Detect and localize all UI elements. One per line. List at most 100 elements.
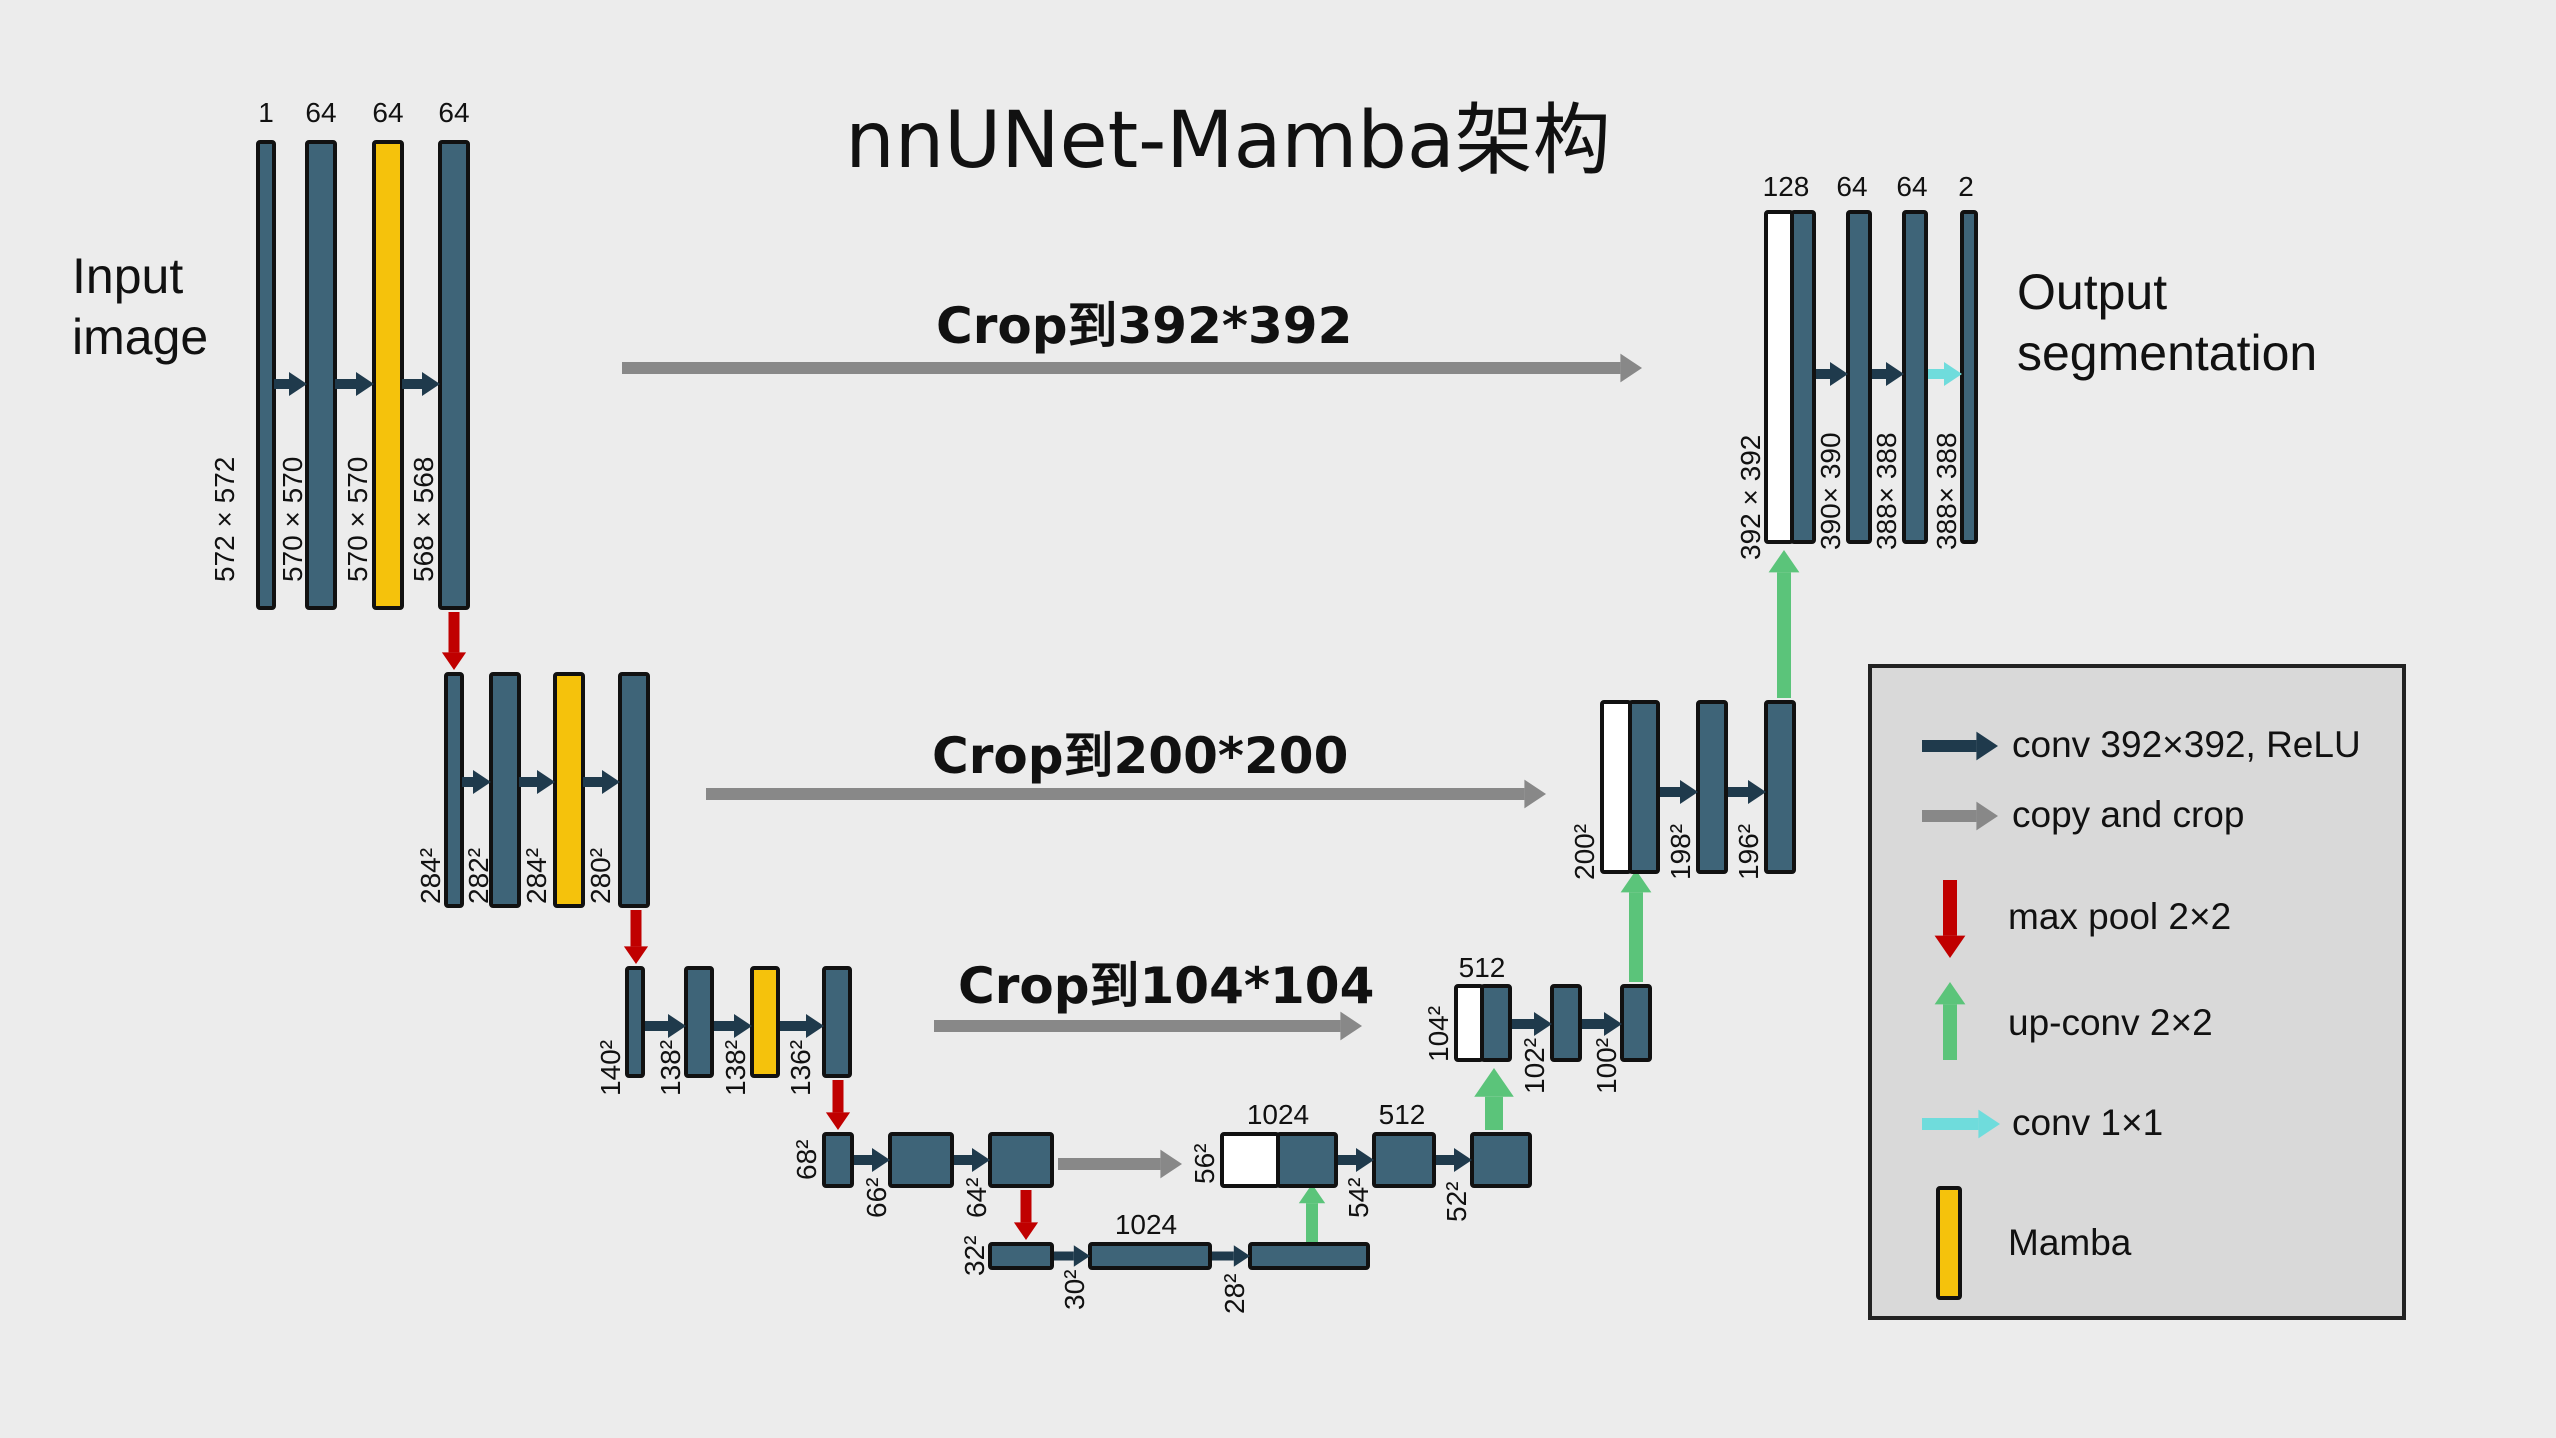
conv-arrow-dec4-1-head (1356, 1148, 1374, 1172)
conv-arrow-icon-head (1976, 731, 1998, 761)
conv-arrow-bottleneck-1-shaft (1054, 1251, 1074, 1261)
size-label-dec1-3: 388× 388 (1871, 432, 1902, 550)
conv-1x1-arrow-icon-head (1978, 1109, 2000, 1139)
pool-arrow-2-shaft (630, 910, 642, 947)
layer-dec4-2 (1372, 1132, 1436, 1188)
size-label-enc2-1: 284² (415, 848, 446, 904)
crop-label-level2: Crop到200*200 (932, 727, 1349, 785)
layer-enc3-2 (684, 966, 714, 1078)
crop-copy-dec1 (1764, 210, 1794, 544)
size-label-enc1-3: 570 × 570 (342, 457, 373, 582)
pool-arrow-1-head (441, 652, 467, 670)
conv-arrow-dec2-2 (1728, 780, 1766, 804)
conv-arrow-dec3-1 (1512, 1012, 1552, 1036)
copy-crop-arrow-3-shaft (934, 1020, 1341, 1032)
conv-arrow-dec1-1-head (1830, 362, 1848, 386)
channel-label-dec4-1: 1024 (1247, 1099, 1309, 1130)
layer-dec4-3 (1470, 1132, 1532, 1188)
size-label-bottleneck-2: 30² (1059, 1270, 1090, 1310)
legend-label-copy-crop: copy and crop (2012, 794, 2245, 835)
conv1x1-arrow-shaft (1928, 369, 1944, 379)
crop-copy-dec4 (1220, 1132, 1280, 1188)
size-label-dec2-2: 198² (1665, 824, 1696, 880)
crop-label-level1: Crop到392*392 (936, 297, 1353, 355)
conv-arrow-enc3-2 (714, 1014, 752, 1038)
layer-dec2-1 (1628, 700, 1660, 874)
copy-crop-arrow-icon (1922, 801, 1998, 831)
copy-crop-arrow-2 (706, 779, 1546, 809)
size-label-enc2-2: 282² (463, 848, 494, 904)
copy-crop-arrow-3-head (1340, 1011, 1362, 1041)
conv-arrow-enc4-1-shaft (854, 1155, 872, 1165)
pool-arrow-3-head (825, 1112, 851, 1130)
crop-label-level3: Crop到104*104 (958, 957, 1375, 1015)
conv-arrow-enc3-1-shaft (645, 1021, 668, 1031)
upconv-arrow-2-head (1474, 1068, 1514, 1097)
conv-arrow-dec4-2 (1436, 1148, 1472, 1172)
layer-enc2-1 (444, 672, 464, 908)
legend-label-max-pool: max pool 2×2 (2008, 896, 2232, 937)
size-label-enc2-4: 280² (585, 848, 616, 904)
pool-arrow-3 (825, 1080, 851, 1130)
legend-label-mamba: Mamba (2008, 1222, 2132, 1263)
layer-enc1-2 (305, 140, 337, 610)
max-pool-arrow-icon-head (1934, 935, 1966, 958)
conv-1x1-arrow-icon (1922, 1109, 2000, 1139)
layer-enc3-4 (822, 966, 852, 1078)
conv-arrow-icon (1922, 731, 1998, 761)
size-label-enc1-4: 568 × 568 (408, 457, 439, 582)
legend: conv 392×392, ReLU copy and crop max poo… (1868, 664, 2406, 1320)
conv-arrow-enc3-1 (645, 1014, 686, 1038)
size-label-enc3-4: 136² (785, 1040, 816, 1096)
up-conv-arrow-icon-shaft (1943, 1004, 1957, 1060)
conv-arrow-dec1-2 (1872, 362, 1904, 386)
upconv-arrow-2 (1474, 1068, 1514, 1130)
layer-dec1-1 (1790, 210, 1816, 544)
conv1x1-arrow (1928, 362, 1962, 386)
input-image-label: Input image (72, 246, 208, 368)
pool-arrow-4-shaft (1020, 1190, 1032, 1223)
copy-crop-arrow-3 (934, 1011, 1362, 1041)
copy-crop-arrow-1-shaft (622, 362, 1621, 374)
channel-label-dec1-1: 128 (1763, 171, 1810, 202)
upconv-arrow-2-shaft (1485, 1096, 1503, 1130)
upconv-arrow-4-shaft (1777, 572, 1791, 698)
size-label-dec4-3: 52² (1441, 1182, 1472, 1222)
copy-crop-arrow-icon-head (1976, 801, 1998, 831)
channel-label-dec1-3: 64 (1896, 171, 1927, 202)
crop-copy-dec2 (1600, 700, 1632, 874)
copy-crop-arrow-icon-shaft (1922, 810, 1977, 822)
conv-arrow-dec3-1-head (1534, 1012, 1552, 1036)
conv-arrow-enc1-1-head (289, 372, 307, 396)
conv-arrow-bottleneck-1-head (1073, 1245, 1090, 1267)
conv-arrow-enc1-2 (335, 372, 374, 396)
layer-dec1-3 (1902, 210, 1928, 544)
conv-arrow-enc2-1-shaft (462, 777, 473, 787)
conv-arrow-dec4-2-head (1454, 1148, 1472, 1172)
conv-arrow-dec3-2-shaft (1582, 1019, 1604, 1029)
upconv-arrow-1-head (1298, 1184, 1326, 1204)
copy-crop-arrow-4-head (1160, 1149, 1182, 1179)
conv-arrow-enc1-2-shaft (335, 379, 356, 389)
size-label-dec1-2: 390× 390 (1815, 432, 1846, 550)
output-label-line-2: segmentation (2017, 325, 2318, 381)
upconv-arrow-3-head (1620, 870, 1652, 893)
layer-enc4-3 (988, 1132, 1054, 1188)
input-label-line-2: image (72, 309, 209, 365)
layer-enc2-2 (489, 672, 521, 908)
conv-1x1-arrow-icon-shaft (1922, 1118, 1979, 1130)
layer-enc4-2 (888, 1132, 954, 1188)
layer-dec3-2 (1550, 984, 1582, 1062)
pool-arrow-3-shaft (832, 1080, 844, 1113)
layer-dec1-2 (1846, 210, 1872, 544)
conv-arrow-enc2-3-head (602, 770, 620, 794)
upconv-arrow-1 (1298, 1184, 1326, 1242)
size-label-enc1-2: 570 × 570 (277, 457, 308, 582)
layer-dec2-2 (1696, 700, 1728, 874)
layer-enc1-1 (256, 140, 276, 610)
conv-arrow-enc4-2 (954, 1148, 990, 1172)
conv-arrow-dec3-2-head (1604, 1012, 1622, 1036)
channel-label-dec1-4: 2 (1958, 171, 1974, 202)
size-label-dec1-1: 392 × 392 (1735, 435, 1766, 560)
size-label-dec2-3: 196² (1733, 824, 1764, 880)
